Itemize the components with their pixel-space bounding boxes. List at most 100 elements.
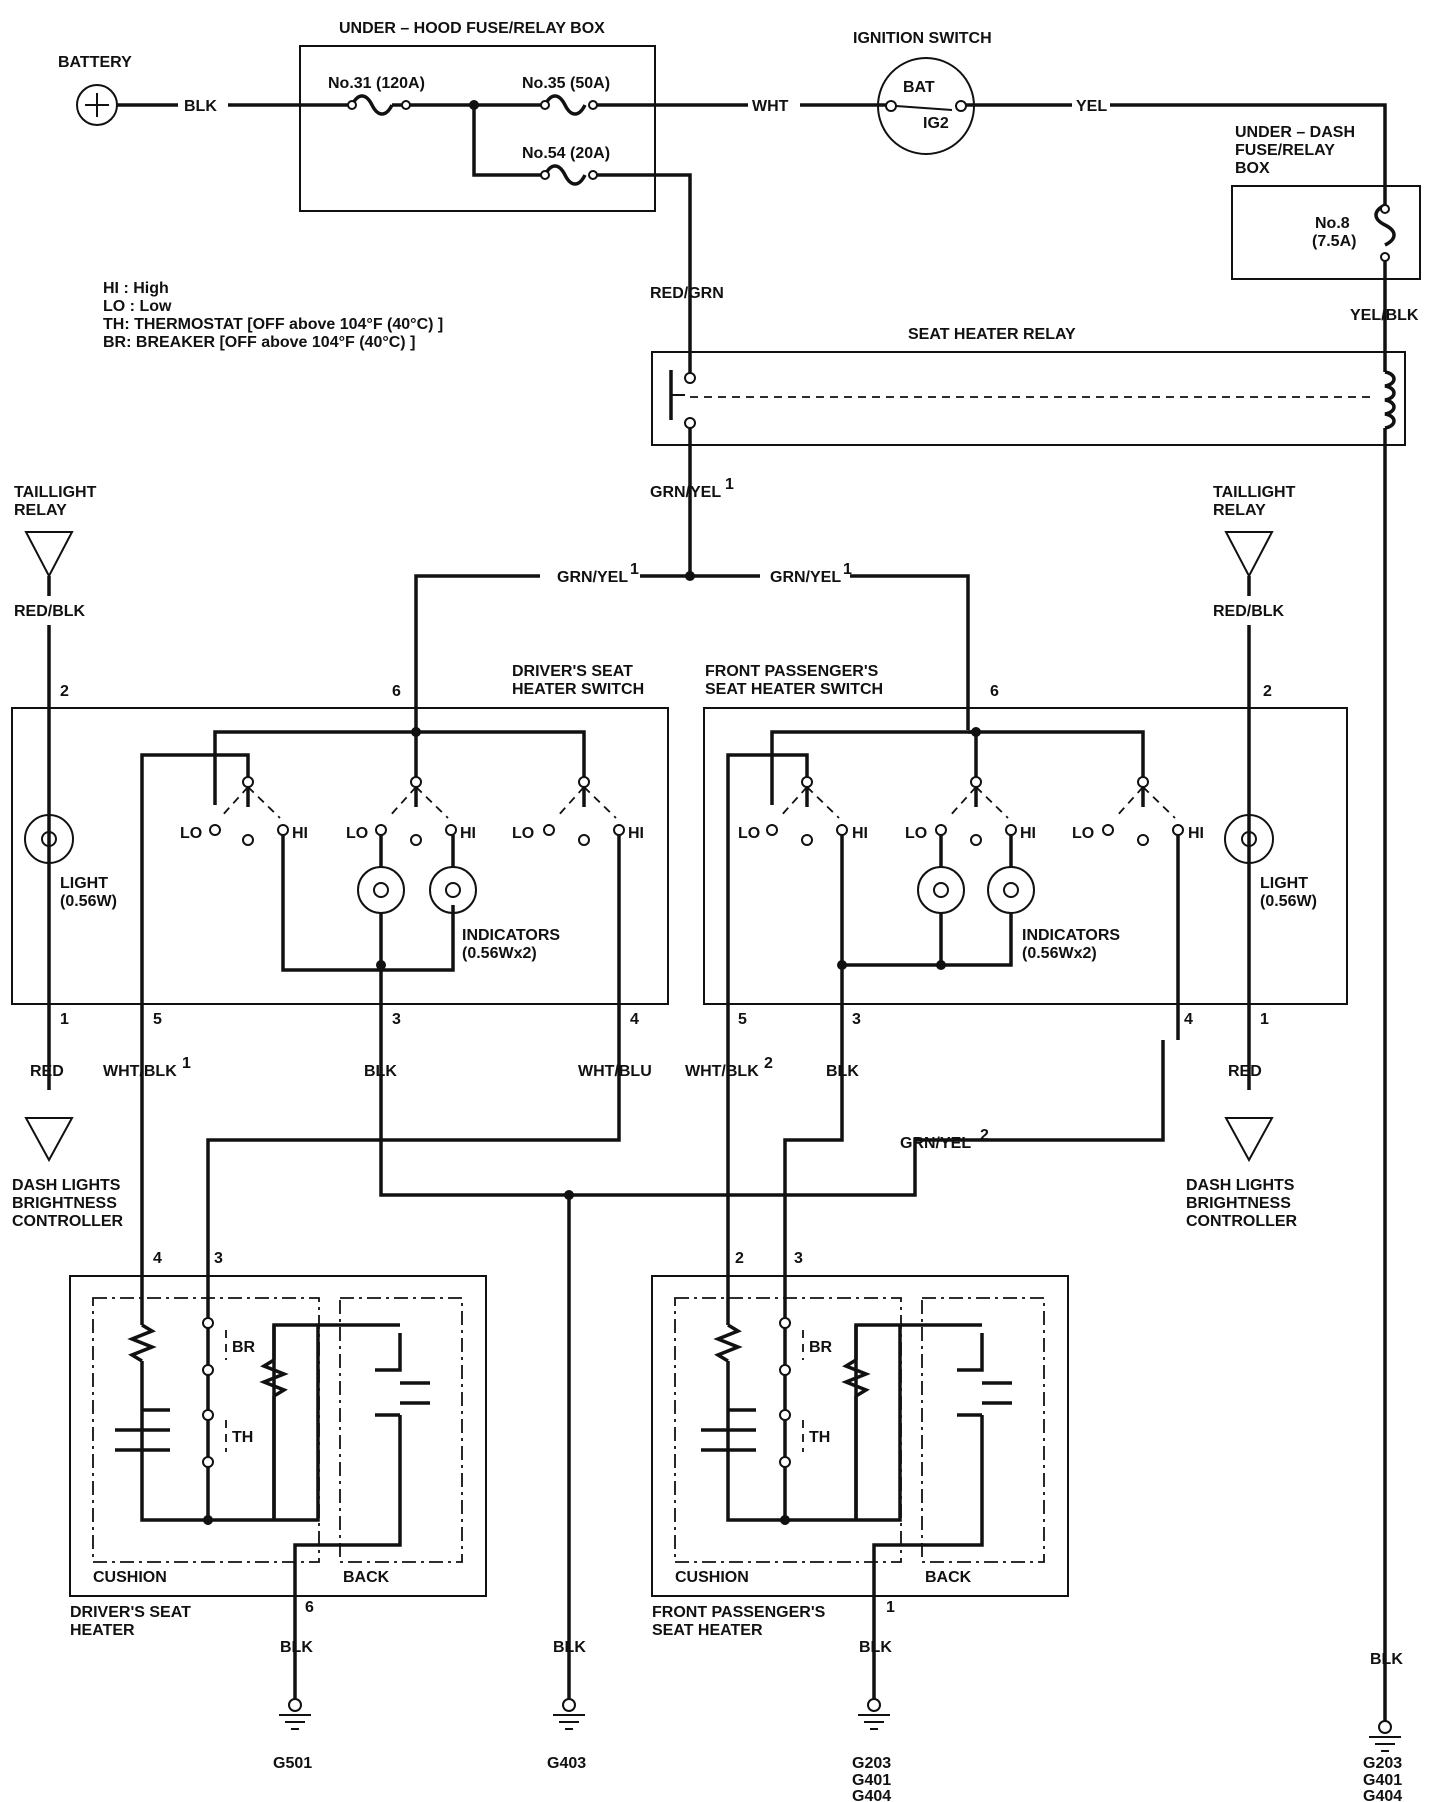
back-section (921, 1297, 1045, 1563)
taillight-relay-right-icon (1224, 531, 1274, 579)
wire-label-grn-yel1-right: GRN/YEL (770, 569, 841, 586)
indicators-right-label-2: (0.56Wx2) (1022, 945, 1097, 962)
pass-switch-label-1: FRONT PASSENGER'S (705, 663, 879, 680)
wire-label-blk-g501: BLK (280, 1639, 313, 1656)
heater-element-icon (293, 1333, 430, 1600)
ground-relay-icon (1369, 1720, 1401, 1752)
wire-label-grn-yel1-relay: GRN/YEL (650, 484, 721, 501)
pin-3: 3 (392, 1011, 401, 1028)
battery-plus-icon (85, 93, 109, 117)
taillight-relay-left-icon (24, 531, 74, 579)
thermostat-label: TH (232, 1429, 253, 1446)
indicator-bulb-icon (357, 866, 405, 914)
battery-label: BATTERY (58, 54, 132, 71)
taillight-relay-left-label-1: TAILLIGHT (14, 484, 97, 501)
ground-g403-icon (553, 1698, 585, 1730)
legend-line-2: LO : Low (103, 298, 172, 315)
pin-4: 4 (153, 1250, 162, 1267)
resistor-icon (713, 1323, 743, 1363)
passenger-seat-heater-box (651, 1275, 1069, 1597)
pin-5: 5 (738, 1011, 747, 1028)
legend: HI : High LO : Low TH: THERMOSTAT [OFF a… (103, 280, 443, 351)
pin-3: 3 (794, 1250, 803, 1267)
heater-element-icon (115, 1408, 170, 1452)
cushion-label: CUSHION (675, 1569, 749, 1586)
legend-line-4: BR: BREAKER [OFF above 104°F (40°C) ] (103, 334, 415, 351)
ground-g404-label: G404 (852, 1788, 891, 1802)
back-section (339, 1297, 463, 1563)
indicator-bulb-icon (917, 866, 965, 914)
wire-label-grn-yel2-sup: 2 (980, 1127, 989, 1144)
pass-heater-label-1: FRONT PASSENGER'S (652, 1604, 826, 1621)
light-left-label-1: LIGHT (60, 875, 108, 892)
breaker-label: BR (809, 1339, 833, 1356)
hi-label: HI (292, 825, 308, 842)
ground-g401-label: G401 (1363, 1772, 1402, 1789)
light-left-label-2: (0.56W) (60, 893, 117, 910)
wire-label-red-grn: RED/GRN (650, 285, 724, 302)
pass-heater-label-2: SEAT HEATER (652, 1622, 763, 1639)
hi-label: HI (852, 825, 868, 842)
wire-label-red-blk-right: RED/BLK (1213, 603, 1285, 620)
fuse8-symbol (1374, 203, 1396, 247)
fuse8-label-2: (7.5A) (1312, 233, 1356, 250)
lo-label: LO (512, 825, 534, 842)
ground-g203-label: G203 (852, 1755, 891, 1772)
pin-2: 2 (735, 1250, 744, 1267)
wire-label-wht-blk2-sup: 2 (764, 1055, 773, 1072)
pin-6: 6 (305, 1599, 314, 1616)
heater-element-icon (701, 1408, 756, 1452)
pin-1: 1 (60, 1011, 69, 1028)
resistor-icon (259, 1358, 289, 1398)
hi-label: HI (1188, 825, 1204, 842)
wire-label-grn-yel1-right-sup: 1 (843, 561, 852, 578)
light-bulb-icon (1224, 814, 1274, 864)
pin-3: 3 (214, 1250, 223, 1267)
indicators-left-label-1: INDICATORS (462, 927, 560, 944)
heater-element-icon (872, 1333, 1012, 1600)
junction-dot (203, 1515, 213, 1525)
dash-controller-left-label-1: DASH LIGHTS (12, 1177, 121, 1194)
ground-passenger-icon (858, 1698, 890, 1730)
dash-controller-left-label-3: CONTROLLER (12, 1213, 124, 1230)
pin-4: 4 (630, 1011, 639, 1028)
fuse54-symbol (543, 164, 587, 186)
wire-label-grn-yel2: GRN/YEL (900, 1135, 971, 1152)
fuse8-label-1: No.8 (1315, 215, 1350, 232)
underdash-box-label-3: BOX (1235, 160, 1270, 177)
hi-label: HI (628, 825, 644, 842)
thermostat-label: TH (809, 1429, 830, 1446)
ground-g403-label: G403 (547, 1755, 586, 1772)
indicators-left-label-2: (0.56Wx2) (462, 945, 537, 962)
lo-label: LO (346, 825, 368, 842)
pin-6: 6 (392, 683, 401, 700)
fuse54-label: No.54 (20A) (522, 145, 610, 162)
wire-label-wht: WHT (752, 98, 789, 115)
wire-label-grn-yel1-left-sup: 1 (630, 561, 639, 578)
indicator-bulb-icon (987, 866, 1035, 914)
junction-dot (936, 960, 946, 970)
fuse31-symbol (350, 94, 394, 116)
taillight-relay-left-label-2: RELAY (14, 502, 67, 519)
wire-label-red-blk-left: RED/BLK (14, 603, 86, 620)
wire-label-red-left: RED (30, 1063, 64, 1080)
ground-g404-label: G404 (1363, 1788, 1402, 1802)
pin-2: 2 (1263, 683, 1272, 700)
lo-label: LO (738, 825, 760, 842)
lo-label: LO (180, 825, 202, 842)
resistor-icon (127, 1323, 157, 1363)
taillight-relay-right-label-2: RELAY (1213, 502, 1266, 519)
hi-label: HI (460, 825, 476, 842)
pin-3: 3 (852, 1011, 861, 1028)
fuse35-symbol (543, 94, 587, 116)
driver-switch-label-2: HEATER SWITCH (512, 681, 644, 698)
dash-controller-right-label-1: DASH LIGHTS (1186, 1177, 1295, 1194)
wire-label-blk-relay-ground: BLK (1370, 1651, 1403, 1668)
pin-4: 4 (1184, 1011, 1193, 1028)
underhood-box-label: UNDER – HOOD FUSE/RELAY BOX (339, 20, 605, 37)
legend-line-3: TH: THERMOSTAT [OFF above 104°F (40°C) ] (103, 316, 443, 333)
driver-heater-label-2: HEATER (70, 1622, 135, 1639)
junction-dot (780, 1515, 790, 1525)
dash-controller-left-label-2: BRIGHTNESS (12, 1195, 117, 1212)
